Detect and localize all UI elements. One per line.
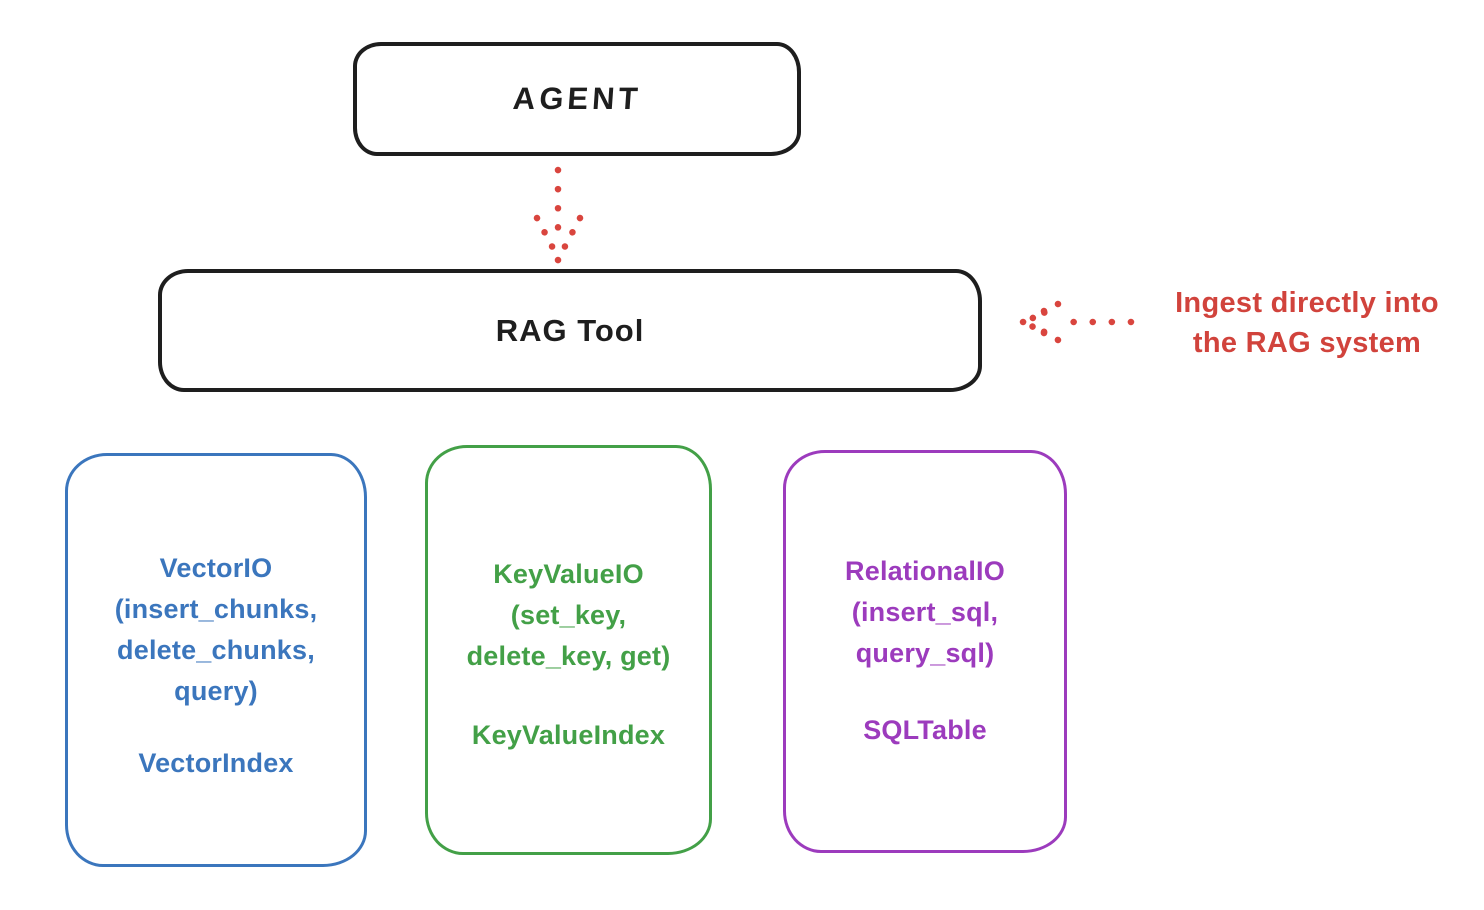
ingest-annotation-line2: the RAG system bbox=[1192, 327, 1422, 359]
ingest-annotation: Ingest directly into the RAG system bbox=[1140, 283, 1474, 363]
vector-index-label: VectorIndex bbox=[138, 748, 294, 778]
vector-io-title: VectorIO bbox=[159, 553, 273, 583]
rag-tool-label: RAG Tool bbox=[495, 312, 645, 348]
relational-io-title: RelationalIO bbox=[845, 556, 1005, 586]
key-value-index-label: KeyValueIndex bbox=[471, 720, 666, 750]
rag-tool-node: RAG Tool bbox=[158, 269, 982, 392]
ingest-arrow bbox=[1019, 300, 1135, 344]
ingest-annotation-line1: Ingest directly into bbox=[1175, 287, 1439, 319]
relational-io-method-line: (insert_sql, bbox=[851, 597, 999, 627]
vector-io-method-line: query) bbox=[174, 676, 258, 706]
key-value-io-node: KeyValueIO (set_key, delete_key, get) Ke… bbox=[425, 445, 712, 855]
agent-to-rag-arrow bbox=[533, 166, 584, 264]
vector-io-method-line: delete_chunks, bbox=[117, 635, 315, 665]
vector-io-node: VectorIO (insert_chunks, delete_chunks, … bbox=[65, 453, 367, 867]
vector-io-method-line: (insert_chunks, bbox=[114, 594, 318, 624]
key-value-io-method-line: (set_key, bbox=[510, 600, 627, 630]
relational-io-node: RelationalIO (insert_sql, query_sql) SQL… bbox=[783, 450, 1067, 853]
key-value-io-method-line: delete_key, get) bbox=[466, 641, 671, 671]
sql-table-label: SQLTable bbox=[863, 715, 987, 745]
agent-node: AGENT bbox=[353, 42, 801, 156]
key-value-io-title: KeyValueIO bbox=[493, 559, 644, 589]
agent-label: AGENT bbox=[511, 81, 643, 116]
relational-io-method-line: query_sql) bbox=[855, 638, 995, 668]
